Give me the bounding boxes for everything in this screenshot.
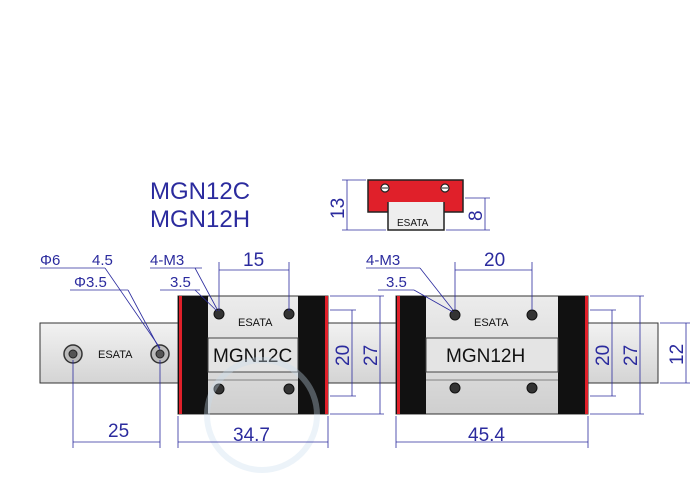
dim-length-mgn12h: 45.4 — [468, 425, 505, 446]
left-dimensions — [40, 262, 384, 448]
end-cap — [396, 296, 426, 414]
watermark-logo — [204, 357, 320, 473]
seal-strip — [325, 296, 328, 414]
title-mgn12c: MGN12C — [150, 178, 250, 205]
dim-counterbore: Φ6 — [40, 252, 60, 269]
profile-rail — [387, 197, 445, 231]
dim-thread-depth-left: 3.5 — [170, 274, 191, 291]
dim-length-mgn12c: 34.7 — [233, 425, 270, 446]
mount-hole-icon — [526, 309, 538, 321]
end-cap — [558, 296, 588, 414]
dim-profile-height: 13 — [328, 198, 349, 219]
rail-brand-label: ESATA — [98, 349, 133, 361]
dim-profile-rail-height: 8 — [466, 210, 487, 221]
end-cap — [298, 296, 328, 414]
block-mgn12c: MGN12C ESATA — [177, 295, 329, 415]
end-cap — [178, 296, 208, 414]
dim-rail-hole: Φ3.5 — [74, 274, 107, 291]
mount-hole-icon — [449, 382, 461, 394]
dim-width-outer-right: 27 — [621, 345, 642, 366]
profile-brand-label: ESATA — [397, 218, 429, 229]
block-mgn12h: MGN12H ESATA — [395, 295, 589, 415]
right-dimensions — [366, 262, 690, 448]
block-label-mgn12h: MGN12H — [446, 346, 525, 367]
dim-rail-pitch: 25 — [108, 421, 129, 442]
dim-spacing-left: 15 — [243, 250, 264, 271]
dim-width-outer-left: 27 — [361, 345, 382, 366]
dim-thread-left: 4-M3 — [150, 252, 184, 269]
seal-strip — [179, 296, 182, 414]
seal-strip — [585, 296, 588, 414]
mount-hole-icon — [213, 383, 225, 395]
profile-rail-groove — [380, 196, 452, 202]
dim-thread-depth-right: 3.5 — [386, 274, 407, 291]
mount-hole-icon — [526, 382, 538, 394]
dim-thread-right: 4-M3 — [366, 252, 400, 269]
seal-strip — [397, 296, 400, 414]
dim-spacing-right: 20 — [484, 250, 505, 271]
block-brand-label: ESATA — [474, 317, 509, 329]
dim-width-inner-left: 20 — [333, 345, 354, 366]
mount-hole-icon — [283, 383, 295, 395]
dim-counterbore-depth: 4.5 — [92, 252, 113, 269]
profile-view: ESATA 13 8 — [328, 179, 490, 231]
dim-rail-width: 12 — [667, 344, 688, 365]
dim-width-inner-right: 20 — [593, 345, 614, 366]
block-label-mgn12c: MGN12C — [213, 346, 292, 367]
block-brand-label: ESATA — [238, 317, 273, 329]
title-mgn12h: MGN12H — [150, 206, 250, 233]
